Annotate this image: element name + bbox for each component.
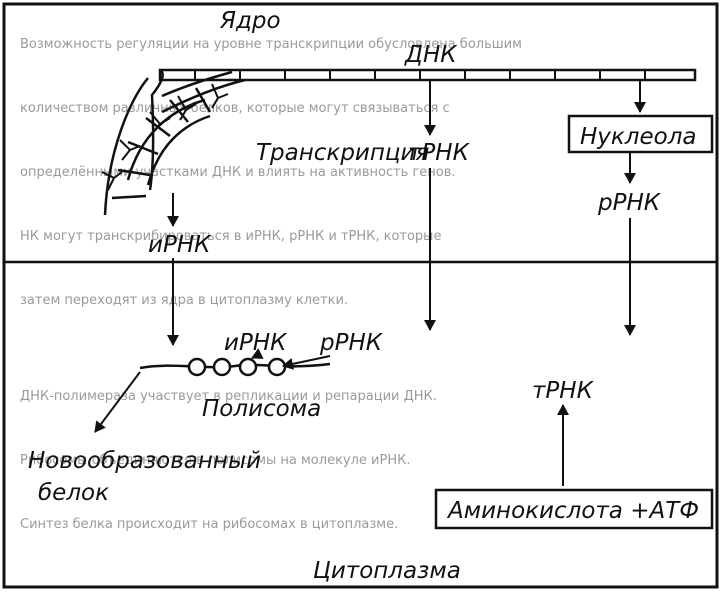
nucleus-label: Ядро xyxy=(219,8,281,34)
cytoplasm-label: Цитоплазма xyxy=(313,558,461,584)
dna-label: ДНК xyxy=(404,42,458,68)
nucleolus-label: Нуклеола xyxy=(580,124,697,150)
mrna-label-left: иРНК xyxy=(148,232,212,258)
bg-line: Синтез белка происходит на рибосомах в ц… xyxy=(20,517,398,532)
polysome-label: Полисома xyxy=(202,396,321,422)
arrow-polysome-to-protein xyxy=(94,371,141,433)
rrna-label-middle: рРНК xyxy=(319,330,384,356)
bg-line: Возможность регуляции на уровне транскри… xyxy=(20,37,522,52)
nucleolus-box xyxy=(567,114,714,154)
dna-strand xyxy=(158,68,697,82)
arrow-mrna-to-polysome xyxy=(251,348,264,359)
nascent-rna-strands xyxy=(101,83,229,191)
ribosome xyxy=(267,357,287,377)
new-protein-label-line1: Новообразованный xyxy=(28,448,261,474)
transcription-label: Транскрипция xyxy=(256,140,430,166)
trna-label-bottom: тРНК xyxy=(532,378,595,404)
bg-line: определёнными участками ДНК и влиять на … xyxy=(20,165,456,180)
mrna-label-middle: иРНК xyxy=(224,330,288,356)
arrow-rrna-to-polysome xyxy=(282,355,331,370)
bg-line: НК могут транскрибироваться в иРНК, рРНК… xyxy=(20,229,441,244)
trna-label-top: тРНК xyxy=(408,140,471,166)
rrna-label-top: рРНК xyxy=(597,190,662,216)
ribosome xyxy=(238,357,258,377)
new-protein-label-line2: белок xyxy=(38,480,109,506)
bg-line: затем переходят из ядра в цитоплазму кле… xyxy=(20,293,348,308)
amino-acid-label: Аминокислота +АТФ xyxy=(446,498,699,524)
ribosome xyxy=(212,357,232,377)
mrna-strand xyxy=(139,362,331,370)
transcription-arc xyxy=(103,68,246,216)
bg-line: Рибосомы объединяются в полисомы на моле… xyxy=(20,453,410,468)
ribosome xyxy=(187,357,207,377)
amino-acid-box xyxy=(434,488,714,530)
bg-line: количеством различных белков, которые мо… xyxy=(20,101,450,116)
